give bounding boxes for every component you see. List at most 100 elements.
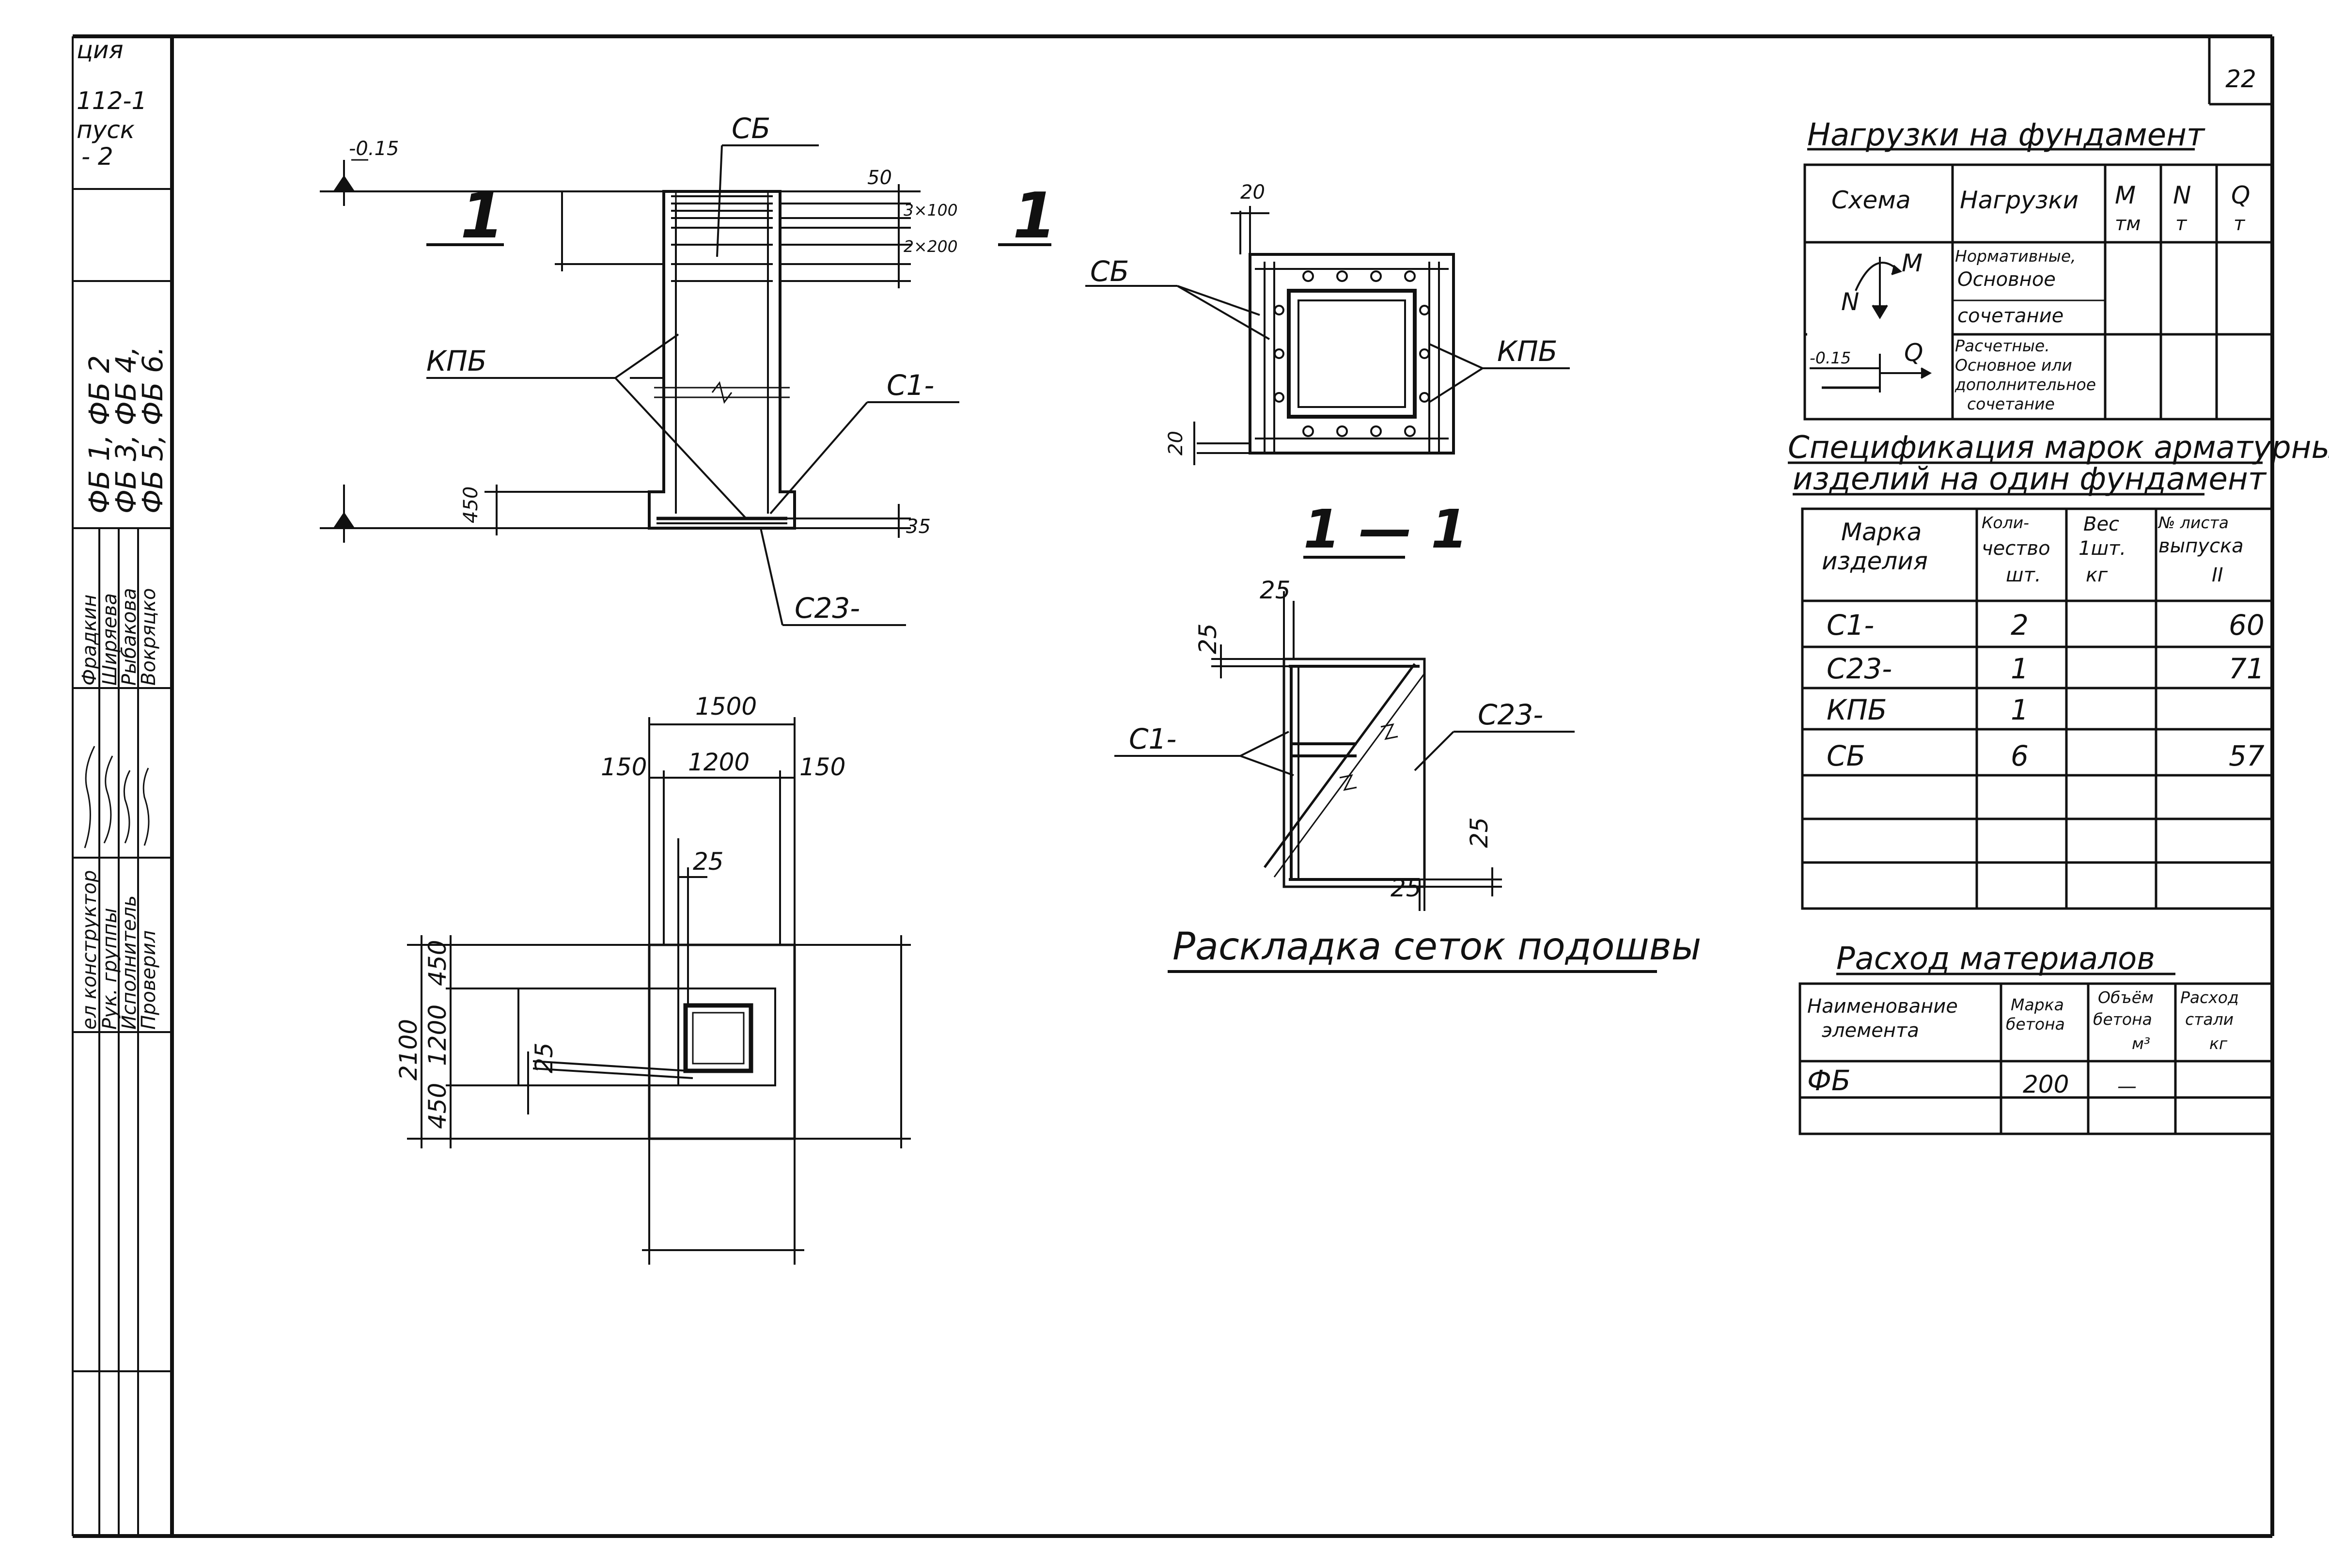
loads-head-loads: Нагрузки bbox=[1960, 186, 2079, 214]
spec-head-qty-2: чество bbox=[1982, 537, 2050, 560]
mat-head-name-2: элемента bbox=[1822, 1019, 1919, 1042]
mesh-layout bbox=[1114, 591, 1657, 973]
stamp-series-line-4: - 2 bbox=[81, 142, 113, 171]
spec-row-sheet: 71 bbox=[2229, 652, 2265, 685]
spec-row-mark: С23- bbox=[1827, 652, 1892, 685]
scheme-label-n: N bbox=[1841, 288, 1859, 316]
section-label-sb: СБ bbox=[1090, 255, 1129, 288]
foundation-elevation bbox=[320, 144, 1051, 626]
loads-table: Нагрузки на фундамент Схема Нагрузки М т… bbox=[1803, 117, 2274, 421]
mesh-dim-25-bottom: 25 bbox=[1391, 874, 1422, 902]
stamp-role-4: Проверил bbox=[138, 930, 160, 1030]
label-kpb: КПБ bbox=[426, 345, 487, 377]
scheme-label-q: Q bbox=[1904, 339, 1923, 367]
mesh-dim-25-left: 25 bbox=[1194, 623, 1222, 654]
spec-rows: С1- 2 60 С23- 1 71 КПБ 1 СБ 6 57 bbox=[1827, 609, 2265, 772]
stamp-signatures bbox=[84, 746, 150, 848]
dim-25-top: 25 bbox=[693, 847, 724, 876]
stamp-series-line-1: ция bbox=[77, 36, 124, 64]
loads-head-m-unit: тм bbox=[2115, 213, 2141, 235]
mesh-dim-25-right: 25 bbox=[1465, 817, 1493, 848]
dim-450-top: 450 bbox=[423, 940, 452, 986]
dim-2x200: 2×200 bbox=[904, 237, 958, 256]
stamp-marks-line-1: ФБ 1, ФБ 2 bbox=[83, 355, 116, 514]
loads-row2-line1: Расчетные. bbox=[1955, 336, 2050, 355]
spec-title-line-2: изделий на один фундамент bbox=[1793, 461, 2267, 497]
spec-row-qty: 1 bbox=[2011, 693, 2029, 726]
loads-head-scheme: Схема bbox=[1831, 186, 1911, 214]
dim-25-side: 25 bbox=[530, 1042, 558, 1073]
loads-row1-line3: сочетание bbox=[1957, 305, 2063, 327]
spec-row-sheet: 60 bbox=[2229, 609, 2265, 642]
section-label-kpb: КПБ bbox=[1497, 335, 1558, 368]
mesh-layout-title: Раскладка сеток подошвы bbox=[1172, 925, 1701, 969]
mat-head-steel-1: Расход bbox=[2180, 988, 2239, 1007]
loads-head-q: Q bbox=[2231, 181, 2250, 209]
materials-table: Расход материалов Наименование элемента … bbox=[1798, 941, 2274, 1135]
section-mark-right: 1 bbox=[1013, 179, 1056, 252]
label-c23: С23- bbox=[795, 592, 860, 625]
spec-head-mark-2: изделия bbox=[1822, 547, 1928, 575]
loads-row2-line3: дополнительное bbox=[1954, 375, 2096, 394]
mesh-dim-25-top: 25 bbox=[1260, 576, 1291, 604]
spec-row-qty: 6 bbox=[2011, 739, 2029, 772]
dim-1200-top: 1200 bbox=[688, 748, 750, 776]
plan-labels: 1500 150 1200 150 25 2100 450 1200 450 2… bbox=[394, 692, 845, 1129]
loads-row1-line2: Основное bbox=[1957, 268, 2056, 291]
loads-row1-line1: Нормативные, bbox=[1955, 247, 2076, 266]
sheet-frame bbox=[72, 34, 2274, 1538]
stamp-names: Фрадкин Ширяева Рыбакова Вокряцко bbox=[78, 588, 160, 686]
mesh-label-c1: С1- bbox=[1129, 722, 1176, 755]
stamp-series-line-3: пуск bbox=[77, 116, 135, 144]
spec-head-weight-1: Вес bbox=[2083, 513, 2119, 535]
foundation-plan bbox=[407, 717, 911, 1265]
spec-head-qty-3: шт. bbox=[2006, 564, 2041, 586]
dim-2100: 2100 bbox=[394, 1019, 422, 1081]
spec-row-mark: КПБ bbox=[1827, 693, 1887, 726]
section-mark-left: 1 bbox=[460, 179, 504, 252]
level-top-label: -0.15 bbox=[349, 138, 399, 160]
stamp-name-4: Вокряцко bbox=[138, 588, 160, 686]
label-c1: С1- bbox=[887, 369, 934, 402]
mat-head-steel-3: кг bbox=[2209, 1034, 2228, 1053]
dim-150-right: 150 bbox=[799, 753, 845, 781]
elevation-labels: -0.15 1 1 СБ КПБ С1- С23- 50 3×100 2×200… bbox=[349, 112, 1056, 625]
stamp-marks-line-3: ФБ 5, ФБ 6. bbox=[136, 346, 169, 514]
mat-head-grade-2: бетона bbox=[2006, 1015, 2065, 1034]
dim-450-bottom: 450 bbox=[423, 1083, 452, 1129]
mat-head-volume-3: м³ bbox=[2132, 1034, 2150, 1053]
load-scheme-sketch bbox=[1810, 257, 1932, 392]
dim-1200-side: 1200 bbox=[423, 1004, 452, 1066]
spec-head-weight-3: кг bbox=[2086, 564, 2108, 586]
section-labels: 20 20 СБ КПБ 1 — 1 bbox=[1090, 181, 1558, 560]
stamp-marks-block: ФБ 1, ФБ 2 ФБ 3, ФБ 4, ФБ 5, ФБ 6. bbox=[83, 346, 169, 514]
mat-head-volume-1: Объём bbox=[2098, 988, 2154, 1007]
loads-head-n-unit: т bbox=[2175, 213, 2188, 235]
dim-3x100: 3×100 bbox=[904, 201, 958, 220]
spec-head-sheet-3: II bbox=[2212, 564, 2223, 586]
loads-table-title: Нагрузки на фундамент bbox=[1807, 117, 2205, 153]
stamp-series-line-2: 112-1 bbox=[77, 87, 147, 115]
spec-title-line-1: Спецификация марок арматурных bbox=[1788, 430, 2329, 466]
mesh-labels: 25 25 25 25 С1- С23- Раскладка сеток под… bbox=[1129, 576, 1701, 969]
spec-head-sheet-2: выпуска bbox=[2158, 535, 2244, 557]
mat-row-volume: — bbox=[2117, 1075, 2137, 1098]
title-stamp bbox=[73, 188, 172, 1536]
spec-row-mark: С1- bbox=[1827, 609, 1874, 642]
spec-row-sheet: 57 bbox=[2229, 739, 2265, 772]
materials-title: Расход материалов bbox=[1836, 941, 2155, 977]
spec-head-weight-2: 1шт. bbox=[2079, 537, 2126, 560]
loads-head-n: N bbox=[2173, 181, 2191, 209]
stamp-name-1: Фрадкин bbox=[78, 595, 101, 686]
label-sb: СБ bbox=[732, 112, 770, 145]
section-1-1 bbox=[1085, 206, 1570, 559]
dim-50: 50 bbox=[867, 167, 892, 189]
dim-20-top: 20 bbox=[1240, 181, 1265, 204]
section-title: 1 — 1 bbox=[1303, 498, 1468, 560]
mesh-label-c23: С23- bbox=[1478, 698, 1543, 731]
stamp-role-1: ел конструктор bbox=[78, 870, 101, 1030]
loads-head-m: М bbox=[2115, 181, 2136, 209]
scheme-label-m: М bbox=[1902, 249, 1923, 277]
spec-head-sheet-1: № листа bbox=[2157, 513, 2229, 532]
spec-head-qty-1: Коли- bbox=[1982, 513, 2029, 532]
